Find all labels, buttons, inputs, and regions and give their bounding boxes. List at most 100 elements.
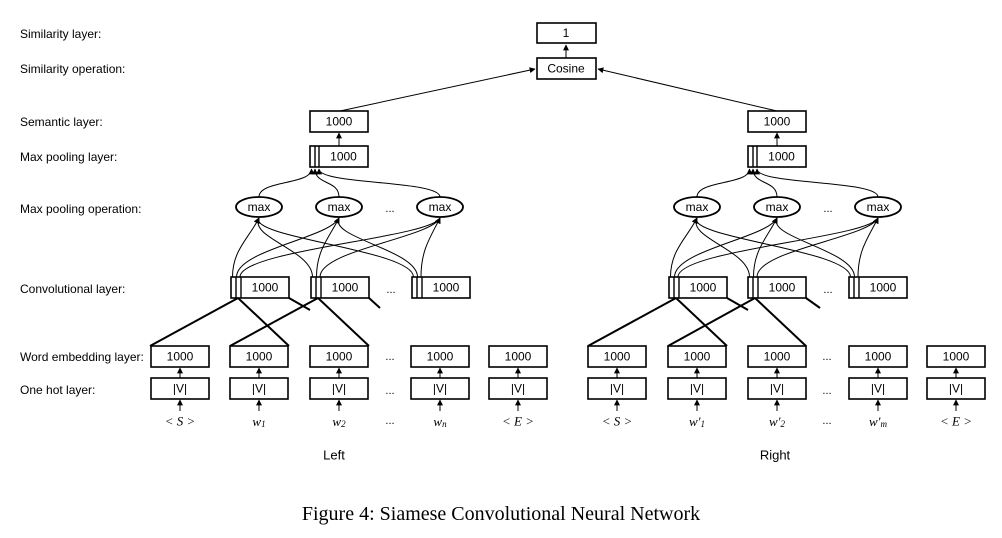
left-embedding-2-label: 1000 — [326, 350, 353, 364]
right-conv-to-max-curve-0 — [670, 217, 698, 278]
left-max-to-pool-curve-1 — [312, 168, 340, 198]
right-embedding-0-label: 1000 — [604, 350, 631, 364]
right-semantic-to-cosine-arrow — [597, 67, 778, 112]
right-conv-window-line-1 — [675, 297, 728, 347]
left-semantic-box-label: 1000 — [326, 115, 353, 129]
figure-caption: Figure 4: Siamese Convolutional Neural N… — [301, 503, 701, 525]
right-conv-window-line-4 — [726, 297, 749, 311]
left-max-label-2: max — [429, 200, 452, 214]
right-embedding-3-label: 1000 — [865, 350, 892, 364]
cosine-node: Cosine — [536, 57, 597, 80]
right-onehot-2-label: |V| — [770, 382, 784, 396]
right-max-node-1: max — [753, 196, 801, 218]
right-conv-window-line-5 — [805, 297, 821, 309]
right-conv-0: 1000 — [668, 276, 728, 299]
right-conv-0-label: 1000 — [690, 281, 717, 295]
right-max-to-pool-curve-0 — [696, 168, 753, 198]
left-conv-ellipsis: ... — [386, 284, 395, 296]
left-tower: 1000|V|< S >1000|V|w11000|V|w2.........1… — [149, 110, 548, 463]
right-max-label-1: max — [766, 200, 789, 214]
right-conv-to-max-curve-4 — [753, 217, 778, 278]
left-embedding-1-label: 1000 — [246, 350, 273, 364]
left-max-label-0: max — [248, 200, 271, 214]
left-conv-0-label: 1000 — [252, 281, 279, 295]
label-semantic-layer: Semantic layer: — [20, 115, 103, 129]
similarity-value: 1 — [563, 26, 570, 40]
left-max-to-pool-curve-2 — [316, 168, 441, 198]
left-onehot-4-label: |V| — [511, 382, 525, 396]
right-embedding-2: 1000 — [747, 345, 807, 368]
right-token-1: w'1 — [689, 414, 705, 430]
left-embedding-3-label: 1000 — [427, 350, 454, 364]
right-token-ellipsis: ... — [822, 415, 831, 427]
left-onehot-ellipsis: ... — [385, 385, 394, 397]
right-conv-1-label: 1000 — [769, 281, 796, 295]
left-semantic-to-cosine-arrow — [339, 67, 536, 112]
left-token-ellipsis: ... — [385, 415, 394, 427]
left-conv-0: 1000 — [230, 276, 290, 299]
left-max-node-1: max — [315, 196, 363, 218]
right-max-node-0: max — [673, 196, 721, 218]
left-embedding-3: 1000 — [410, 345, 470, 368]
left-token-3: wn — [433, 414, 447, 430]
left-conv-to-max-curve-7 — [333, 217, 418, 278]
right-onehot-2: |V| — [747, 377, 807, 400]
label-one-hot-layer: One hot layer: — [20, 383, 95, 397]
left-embedding-4-label: 1000 — [505, 350, 532, 364]
right-max-ellipsis: ... — [823, 203, 832, 215]
left-embedding-2: 1000 — [309, 345, 369, 368]
right-embedding-3: 1000 — [848, 345, 908, 368]
left-embedding-1: 1000 — [229, 345, 289, 368]
right-onehot-4-label: |V| — [949, 382, 963, 396]
right-onehot-3: |V| — [848, 377, 908, 400]
left-conv-window-line-1 — [237, 297, 290, 347]
right-max-to-pool-curve-2 — [754, 168, 879, 198]
left-semantic-box: 1000 — [309, 110, 369, 133]
left-conv-1-label: 1000 — [332, 281, 359, 295]
left-max-node-2: max — [416, 196, 464, 218]
right-conv-to-max-curve-7 — [771, 217, 855, 278]
label-convolutional-layer: Convolutional layer: — [20, 282, 125, 296]
right-conv-window-line-0 — [587, 297, 677, 347]
left-onehot-2: |V| — [309, 377, 369, 400]
right-max-label-0: max — [686, 200, 709, 214]
left-conv-to-max-curve-2 — [239, 217, 441, 278]
right-conv-to-max-curve-2 — [677, 217, 879, 278]
left-conv-window-line-2 — [229, 297, 319, 347]
left-conv-window-line-3 — [317, 297, 370, 347]
left-onehot-1-label: |V| — [252, 382, 266, 396]
label-similarity-operation: Similarity operation: — [20, 62, 125, 76]
right-embedding-2-label: 1000 — [764, 350, 791, 364]
right-tower: 1000 |V| < S > 1000 |V| w'1 1000 |V| w'2........… — [587, 110, 986, 463]
left-token-4: < E > — [502, 414, 534, 429]
left-conv-window-line-5 — [368, 297, 381, 309]
right-embedding-1: 1000 — [667, 345, 727, 368]
left-max-pooling-box: 1000 — [309, 145, 369, 168]
right-onehot-1-label: |V| — [690, 382, 704, 396]
right-max-pooling-box-label: 1000 — [768, 150, 795, 164]
right-token-0: < S > — [602, 414, 633, 429]
label-max-pooling-operation: Max pooling operation: — [20, 202, 141, 216]
left-max-pooling-box-label: 1000 — [330, 150, 357, 164]
right-conv-to-max-curve-6 — [691, 217, 851, 278]
left-max-node-0: max — [235, 196, 283, 218]
left-conv-window-line-0 — [149, 297, 239, 347]
left-max-label-1: max — [328, 200, 351, 214]
left-embedding-0: 1000 — [150, 345, 210, 368]
label-similarity-layer: Similarity layer: — [20, 27, 101, 41]
right-onehot-ellipsis: ... — [822, 385, 831, 397]
label-word-embedding-layer: Word embedding layer: — [20, 350, 144, 364]
left-conv-2: 1000 — [411, 276, 471, 299]
right-conv-to-max-curve-1 — [674, 217, 778, 278]
left-conv-to-max-curve-0 — [232, 217, 260, 278]
left-embedding-0-label: 1000 — [167, 350, 194, 364]
right-conv-ellipsis: ... — [823, 284, 832, 296]
left-token-0: < S > — [165, 414, 196, 429]
left-conv-to-max-curve-1 — [236, 217, 340, 278]
left-conv-to-max-curve-6 — [253, 217, 414, 278]
right-max-label-2: max — [867, 200, 890, 214]
right-token-2: w'2 — [769, 414, 785, 430]
right-onehot-3-label: |V| — [871, 382, 885, 396]
right-side-label: Right — [760, 448, 791, 463]
